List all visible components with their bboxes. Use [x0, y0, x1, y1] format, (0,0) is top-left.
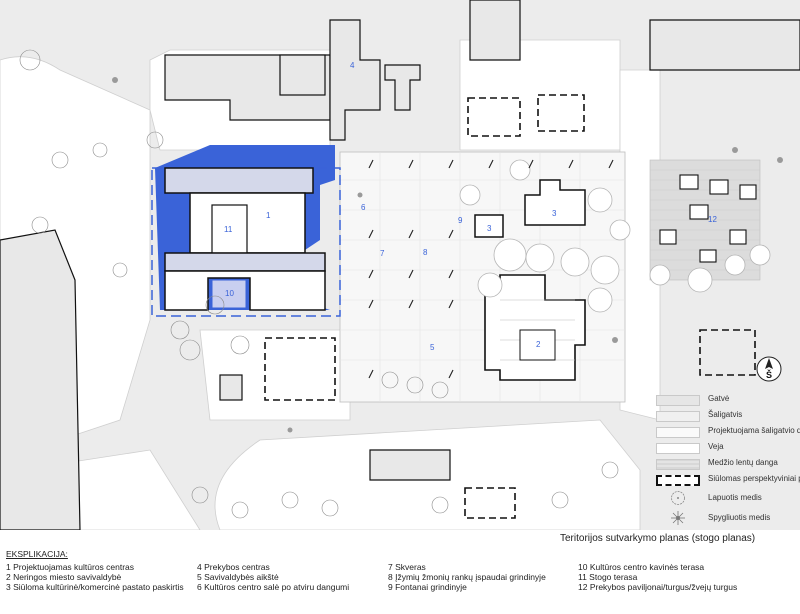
building-3-cultural-commercial — [524, 179, 586, 226]
explication-item: 3 Siūloma kultūrinė/komercinė pastato pa… — [6, 582, 184, 592]
label-5: 5 — [430, 343, 435, 352]
explication-heading: EKSPLIKACIJA: — [6, 549, 68, 559]
legend-item-lawn: Veja — [652, 440, 798, 456]
legend-label: Medžio lentų danga — [708, 458, 778, 467]
explication-item: 10 Kultūros centro kavinės terasa — [578, 562, 705, 572]
legend-swatch-sidewalk — [656, 411, 700, 422]
legend-label: Siūlomas perspektyviniai pastatai — [708, 474, 800, 483]
explication-column-3: 7 Skveras 8 Įžymių žmonių rankų įspaudai… — [388, 562, 546, 592]
label-7: 7 — [380, 249, 385, 258]
legend-swatch-lawn — [656, 443, 700, 454]
building-2-courtyard — [519, 329, 556, 361]
label-2: 2 — [536, 340, 541, 349]
explication-item: 9 Fontanai grindinyje — [388, 582, 467, 592]
crosswalk — [628, 158, 646, 186]
explication-item: 6 Kultūros centro salė po atviru dangumi — [197, 582, 350, 592]
legend-label: Gatvė — [708, 394, 730, 403]
legend-item-sidewalk: Šaligatvis — [652, 408, 798, 424]
map-number-labels: 1 2 3 3 4 5 6 7 8 9 10 11 12 — [224, 61, 717, 352]
legend-swatch-projected-pavement — [656, 427, 700, 438]
legend-label: Spygliuotis medis — [708, 513, 771, 522]
label-11: 11 — [224, 225, 233, 234]
site-plan-drawing: 1 2 3 3 4 5 6 7 8 9 10 11 12 — [0, 0, 800, 530]
explication-column-1: 1 Projektuojamas kultūros centras 2 Neri… — [6, 562, 184, 592]
explication-item: 1 Projektuojamas kultūros centras — [6, 562, 135, 572]
proposed-buildings — [264, 94, 756, 519]
plan-title: Teritorijos sutvarkymo planas (stogo pla… — [560, 533, 756, 544]
label-4: 4 — [350, 61, 355, 70]
existing-buildings — [0, 0, 800, 530]
label-8: 8 — [423, 248, 428, 257]
tree-beds — [459, 159, 771, 313]
legend-swatch-proposed-buildings — [656, 475, 700, 486]
explication-item: 2 Neringos miesto savivaldybė — [6, 572, 122, 582]
legend-swatch-wood-deck — [656, 459, 700, 470]
explication-item: 8 Įžymių žmonių rankų įspaudai grindinyj… — [388, 572, 546, 582]
deciduous-trees — [19, 49, 619, 519]
explication-item: 12 Prekybos paviljonai/turgus/žvejų turg… — [578, 582, 738, 592]
conifer-tree-icon — [671, 511, 685, 525]
legend-item-projected-pavement: Projektuojama šaligatvio danga — [652, 424, 800, 440]
north-arrow-compass: Š — [756, 356, 782, 382]
building-3-small — [474, 214, 504, 238]
deciduous-tree-icon — [671, 491, 685, 505]
label-3b: 3 — [487, 224, 492, 233]
culture-centre-building — [164, 167, 326, 311]
legend-item-deciduous-tree: Lapuotis medis — [652, 488, 798, 508]
legend-label: Lapuotis medis — [708, 493, 762, 502]
conifer-trees — [112, 77, 783, 433]
label-3: 3 — [552, 209, 557, 218]
legend-item-proposed-buildings: Siūlomas perspektyviniai pastatai — [652, 472, 800, 488]
legend-item-wood-deck: Medžio lentų danga — [652, 456, 798, 472]
label-1: 1 — [266, 211, 271, 220]
label-12: 12 — [708, 215, 717, 224]
label-6: 6 — [361, 203, 366, 212]
compass-label: Š — [766, 369, 772, 380]
explication-column-2: 4 Prekybos centras 5 Savivaldybės aikštė… — [197, 562, 349, 592]
legend-label: Projektuojama šaligatvio danga — [708, 426, 800, 435]
legend-swatch-street — [656, 395, 700, 406]
legend: Gatvė Šaligatvis Projektuojama šaligatvi… — [652, 392, 800, 528]
legend-label: Veja — [708, 442, 724, 451]
explication-item: 7 Skveras — [388, 562, 426, 572]
label-9: 9 — [458, 216, 463, 225]
street-lights — [368, 159, 614, 379]
explication-item: 11 Stogo terasa — [578, 572, 638, 582]
legend-item-street: Gatvė — [652, 392, 798, 408]
legend-label: Šaligatvis — [708, 410, 743, 419]
explication-item: 5 Savivaldybės aikštė — [197, 572, 279, 582]
legend-item-conifer-tree: Spygliuotis medis — [652, 508, 798, 528]
explication-column-4: 10 Kultūros centro kavinės terasa 11 Sto… — [578, 562, 737, 592]
label-10: 10 — [225, 289, 234, 298]
explication-item: 4 Prekybos centras — [197, 562, 270, 572]
market-pavilions — [659, 174, 757, 263]
building-2-roof-lines — [500, 299, 575, 361]
